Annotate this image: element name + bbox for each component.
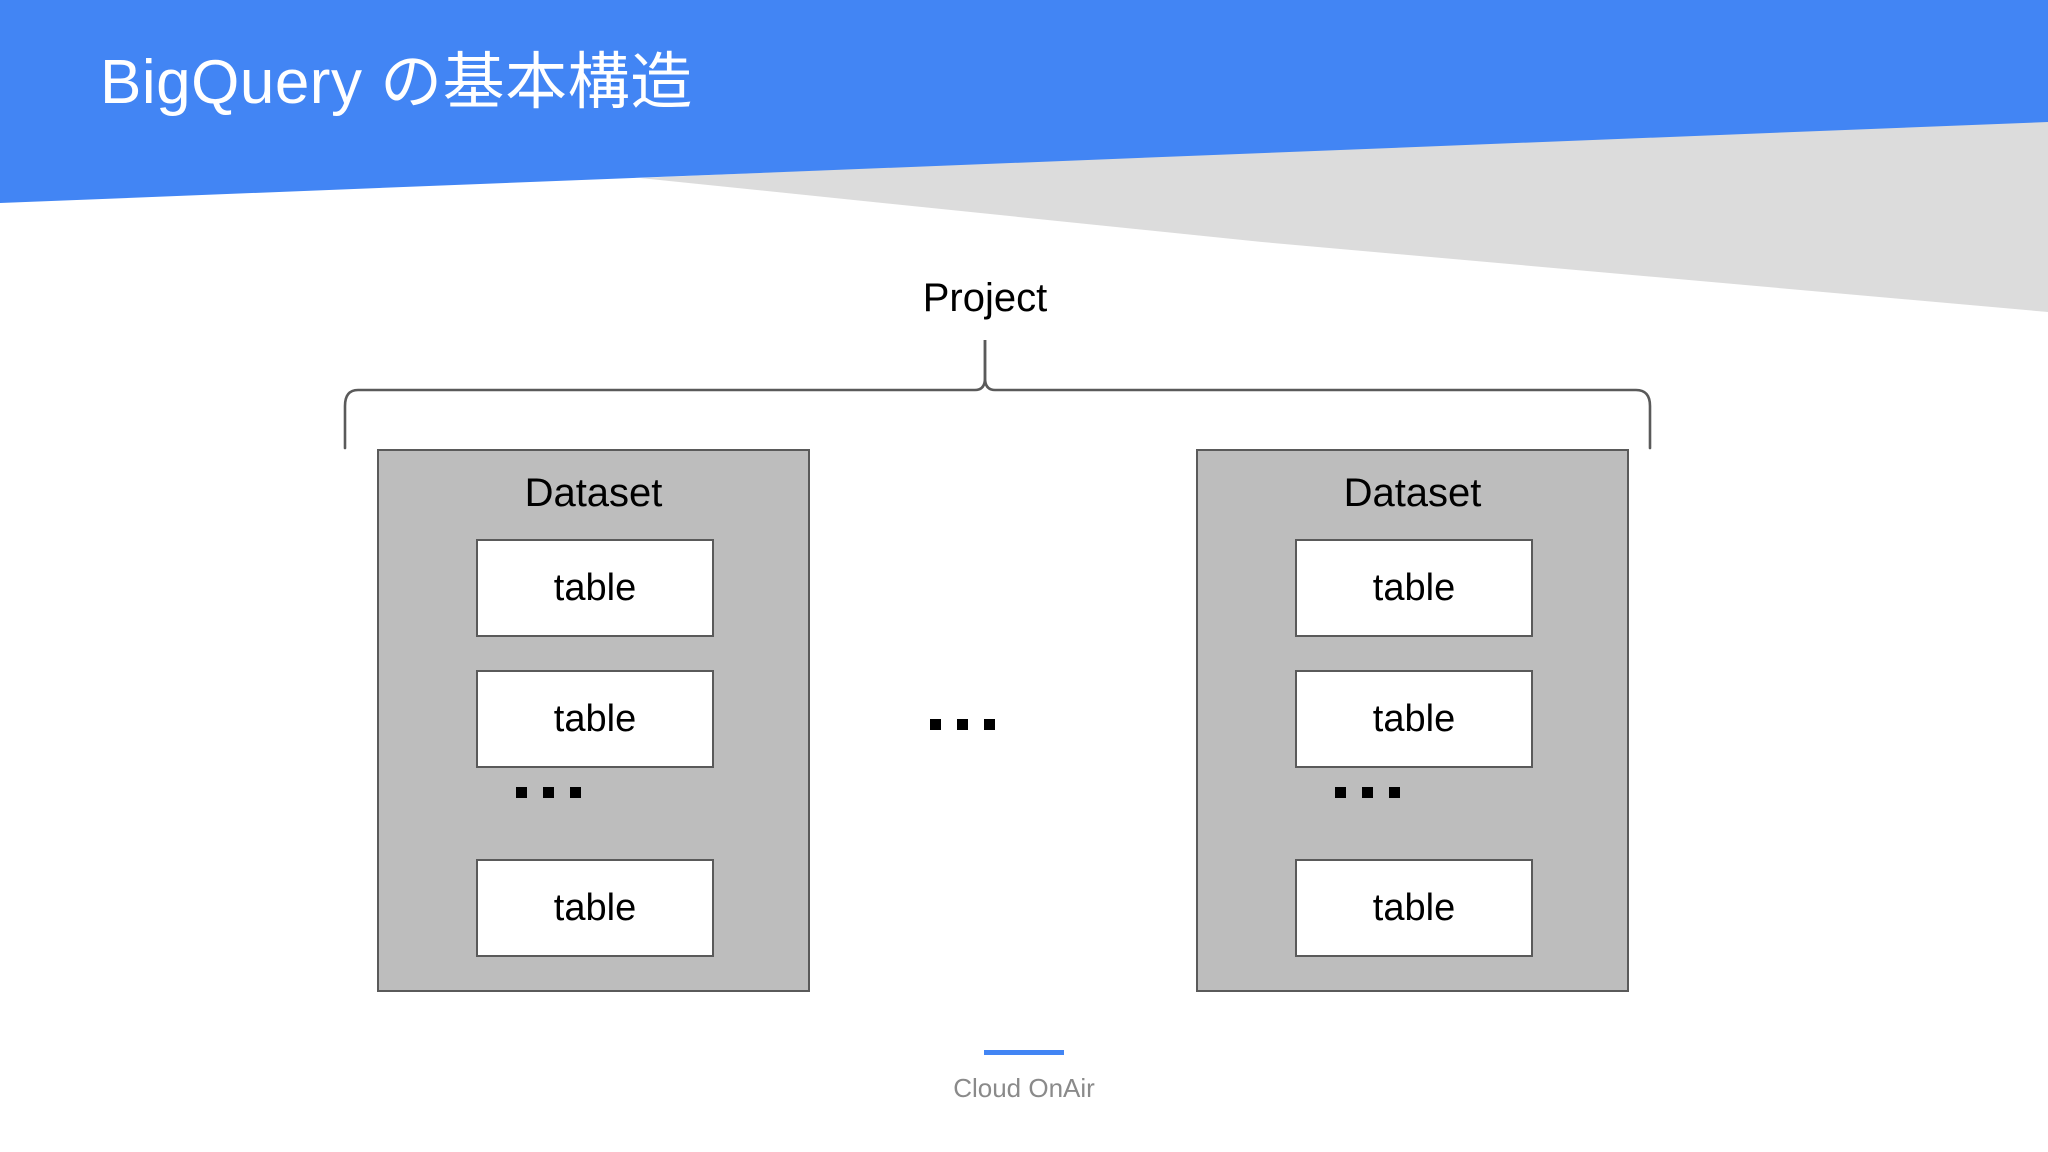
table-box[interactable]: table [1295, 670, 1533, 768]
dataset-ellipsis-icon [516, 787, 581, 798]
page-title: BigQuery の基本構造 [100, 48, 693, 117]
footer: Cloud OnAir [0, 1050, 2048, 1104]
dataset-title: Dataset [1343, 471, 1482, 515]
dot [1389, 787, 1400, 798]
table-label: table [553, 697, 637, 740]
dot [957, 719, 968, 730]
table-label: table [1372, 886, 1456, 929]
footer-accent-bar [984, 1050, 1064, 1055]
project-label-text: Project [922, 276, 1048, 320]
dataset-ellipsis-icon [1335, 787, 1400, 798]
table-box[interactable]: table [476, 859, 714, 957]
header-grey-wedge [640, 118, 2048, 312]
header-blue-band [0, 0, 2048, 203]
dot [1335, 787, 1346, 798]
between-datasets-ellipsis-icon [930, 719, 995, 730]
dot [570, 787, 581, 798]
table-label: table [1372, 697, 1456, 740]
table-label: table [553, 886, 637, 929]
table-label: table [1372, 566, 1456, 609]
dot [1362, 787, 1373, 798]
dataset-box[interactable]: Dataset table table table [377, 449, 810, 992]
project-label: Project [0, 276, 2048, 321]
dot [516, 787, 527, 798]
table-box[interactable]: table [1295, 539, 1533, 637]
table-box[interactable]: table [1295, 859, 1533, 957]
table-box[interactable]: table [476, 670, 714, 768]
footer-label: Cloud OnAir [953, 1073, 1095, 1103]
dot [930, 719, 941, 730]
header-decoration [0, 0, 2048, 312]
dataset-title: Dataset [524, 471, 663, 515]
dot [543, 787, 554, 798]
table-label: table [553, 566, 637, 609]
dataset-box[interactable]: Dataset table table table [1196, 449, 1629, 992]
project-brace-icon [343, 340, 1652, 450]
table-box[interactable]: table [476, 539, 714, 637]
dot [984, 719, 995, 730]
